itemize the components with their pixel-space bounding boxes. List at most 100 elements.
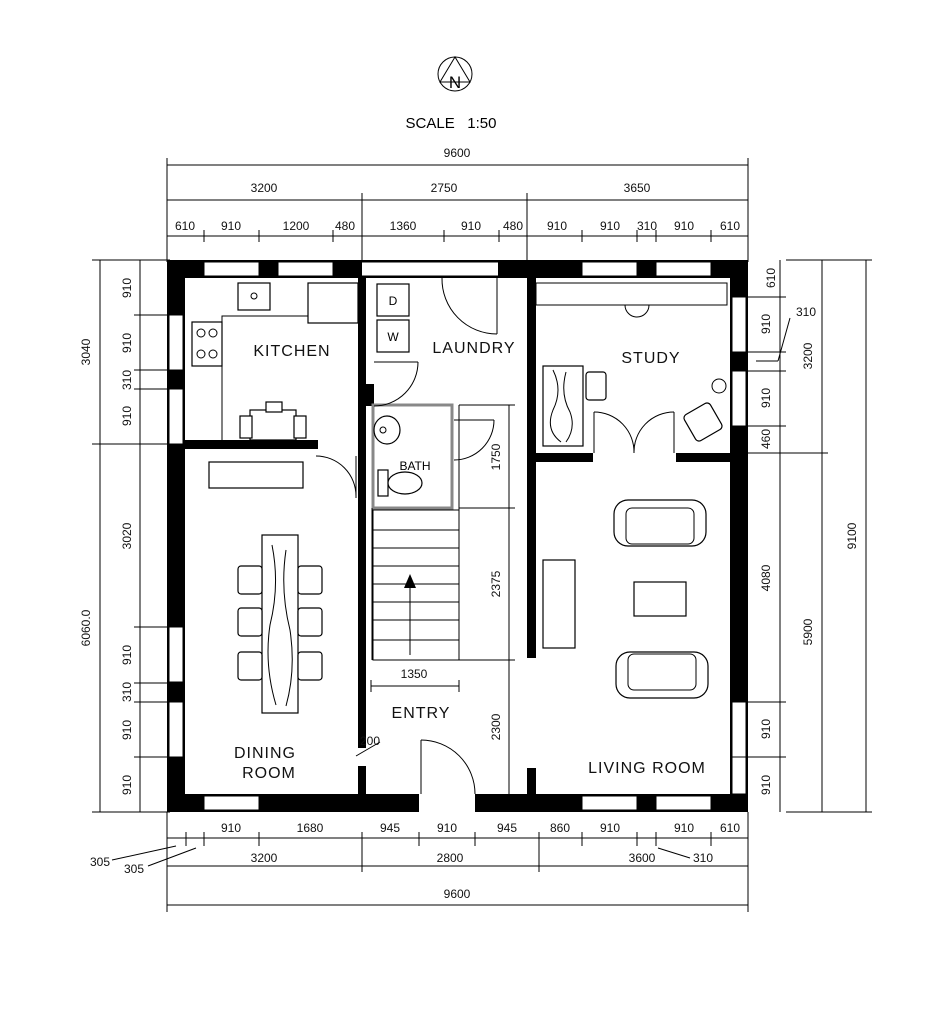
- door-jamb-dim: 200: [360, 734, 380, 748]
- top-detail-dim: 910: [221, 219, 241, 233]
- sink-icon: [237, 282, 271, 311]
- bottom-section-dim: 2800: [437, 851, 464, 865]
- left-inner-dim: 910: [120, 645, 134, 665]
- bath-fixtures: [373, 415, 423, 497]
- sofa-icon: [613, 499, 707, 547]
- bottom-detail-dim: 860: [550, 821, 570, 835]
- armchair-icon: [683, 402, 723, 442]
- top-total-dim: 9600: [444, 146, 471, 160]
- interior-walls: [185, 278, 730, 794]
- living-furniture: [542, 499, 709, 699]
- left-inner-dim: 3020: [120, 522, 134, 549]
- lamp-icon: [711, 378, 727, 394]
- scale-label: SCALE 1:50: [406, 115, 497, 132]
- north-arrow-icon: N: [437, 56, 473, 92]
- toilet-tank-icon: [377, 469, 389, 497]
- top-detail-dim: 310: [637, 219, 657, 233]
- right-inner-dim: 910: [759, 719, 773, 739]
- left-inner-dim: 910: [120, 775, 134, 795]
- left-inner-dim: 910: [120, 720, 134, 740]
- bottom-detail-dim: 945: [497, 821, 517, 835]
- top-detail-dim: 910: [461, 219, 481, 233]
- top-detail-dim: 910: [674, 219, 694, 233]
- bottom-detail-dim: 945: [380, 821, 400, 835]
- coffee-table-icon: [633, 581, 687, 617]
- bottom-detail-dim: 910: [437, 821, 457, 835]
- stair-rise-dim: 2375: [489, 570, 503, 597]
- toilet-icon: [387, 471, 423, 495]
- left-dimensions: 3040 6060.0 910 910 310 910 3020 910 310…: [79, 259, 170, 813]
- study-desk-icon: [542, 365, 584, 447]
- fridge-icon: [307, 282, 359, 324]
- bath-depth-dim: 1750: [489, 443, 503, 470]
- stair-width-dim: 1350: [401, 667, 428, 681]
- dining-table-icon: [261, 534, 299, 714]
- kitchen-fixtures: [191, 282, 359, 441]
- bottom-detail-dim: 910: [600, 821, 620, 835]
- top-detail-dim: 480: [503, 219, 523, 233]
- bottom-section-dim: 3600: [629, 851, 656, 865]
- right-inner-dim: 910: [759, 388, 773, 408]
- entry-depth-dim: 2300: [489, 713, 503, 740]
- right-inner-dim: 910: [759, 775, 773, 795]
- left-inner-dim: 910: [120, 278, 134, 298]
- left-inner-dim: 310: [120, 682, 134, 702]
- laundry-fixtures: D W: [376, 283, 410, 353]
- left-inner-dim: 910: [120, 333, 134, 353]
- dining-label-line2: ROOM: [242, 765, 296, 782]
- top-detail-dim: 1360: [390, 219, 417, 233]
- sofa-icon: [615, 651, 709, 699]
- top-detail-dim: 910: [547, 219, 567, 233]
- study-chair-icon: [585, 371, 607, 401]
- right-outer-dim: 9100: [845, 522, 859, 549]
- top-detail-dim: 610: [175, 219, 195, 233]
- bath-label: BATH: [399, 459, 430, 473]
- right-mid-dim: 3200: [801, 342, 815, 369]
- dryer-icon: [376, 283, 410, 317]
- bottom-total-dim: 9600: [444, 887, 471, 901]
- washer-label: W: [387, 330, 399, 344]
- right-mid-dim: 5900: [801, 618, 815, 645]
- bottom-section-dim: 3200: [251, 851, 278, 865]
- stove-icon: [191, 321, 223, 367]
- left-outer-dim: 3040: [79, 338, 93, 365]
- right-inner-dim: 4080: [759, 564, 773, 591]
- laundry-label: LAUNDRY: [432, 340, 515, 357]
- doors: 200: [315, 277, 675, 795]
- right-dimensions: 610 910 910 460 4080 910 910 310 3200 59…: [746, 259, 872, 813]
- right-inner-dim: 910: [759, 314, 773, 334]
- kitchen-label: KITCHEN: [253, 343, 330, 360]
- top-section-dim: 2750: [431, 181, 458, 195]
- bottom-detail-dim: 610: [720, 821, 740, 835]
- bottom-detail-dim: 910: [221, 821, 241, 835]
- sideboard-icon: [208, 461, 304, 489]
- tv-unit-icon: [542, 559, 576, 649]
- bottom-callout-dim: 305: [90, 855, 110, 869]
- bottom-callout-dim: 305: [124, 862, 144, 876]
- top-section-dim: 3200: [251, 181, 278, 195]
- dining-furniture: [208, 461, 323, 714]
- bottom-dimensions: 910 1680 945 910 945 860 910 910 610 320…: [90, 812, 749, 912]
- north-letter: N: [449, 73, 461, 92]
- right-inner-dim: 310: [796, 305, 816, 319]
- left-inner-dim: 310: [120, 370, 134, 390]
- basin-icon: [373, 415, 401, 445]
- dryer-label: D: [389, 294, 398, 308]
- bottom-detail-dim: 910: [674, 821, 694, 835]
- dining-label-line1: DINING: [234, 745, 296, 762]
- top-section-dim: 3650: [624, 181, 651, 195]
- bottom-callout-dim: 310: [693, 851, 713, 865]
- left-outer-dim: 6060.0: [79, 609, 93, 646]
- stairs: 1350 1750 2375 2300: [370, 404, 515, 794]
- room-labels: KITCHEN LAUNDRY STUDY BATH ENTRY DINING …: [234, 340, 705, 782]
- top-detail-dim: 610: [720, 219, 740, 233]
- right-inner-dim: 460: [759, 429, 773, 449]
- top-dimensions: 9600 3200 2750 3650 610 910 1200 480 136…: [166, 146, 749, 262]
- study-furniture: [535, 282, 728, 447]
- right-inner-dim: 610: [764, 268, 778, 288]
- top-detail-dim: 480: [335, 219, 355, 233]
- entry-label: ENTRY: [392, 705, 451, 722]
- bottom-detail-dim: 1680: [297, 821, 324, 835]
- windows: [168, 260, 747, 812]
